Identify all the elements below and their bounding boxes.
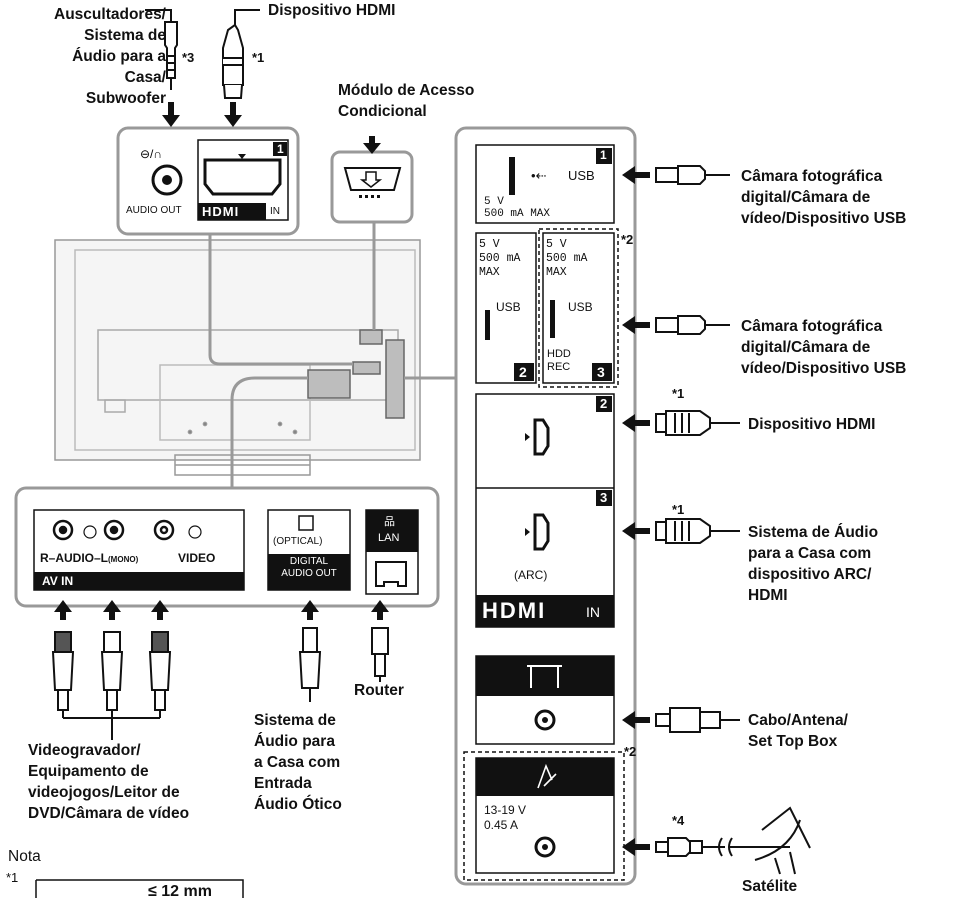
hdmi-plug-2: [655, 410, 740, 436]
optical-label: (OPTICAL): [273, 536, 323, 547]
av-in-label: AV IN: [42, 574, 74, 588]
usb-2-label: USB: [496, 300, 521, 314]
headphone-plug: [164, 14, 178, 90]
usb-plug-2: [655, 315, 730, 335]
usb-3-label: USB: [568, 300, 593, 314]
hdmi-top-num: 1: [277, 142, 284, 156]
rca-plugs: [51, 631, 172, 740]
note-ref: *1: [6, 870, 19, 885]
hdmi-plug-3: [655, 518, 740, 544]
hdmi-1-port: [203, 158, 282, 196]
satellite-dish-icon: [754, 806, 811, 875]
label-satellite: Satélite: [742, 878, 798, 895]
audio-out-jack: [151, 164, 183, 196]
label-hdmi-2: Dispositivo HDMI: [748, 416, 876, 433]
av-video-label: VIDEO: [178, 551, 216, 565]
hdmi-3-port: [533, 513, 550, 551]
hdmi-in-top: IN: [270, 206, 280, 217]
note-plug-outline: [35, 879, 244, 898]
label-router: Router: [354, 682, 404, 699]
leader-lines: [208, 222, 458, 488]
label-hdmi-top: Dispositivo HDMI: [268, 2, 396, 19]
audio-out-label: AUDIO OUT: [126, 205, 182, 216]
hdmi-logo-side: HDMI: [482, 598, 547, 623]
usb-3-num: 3: [597, 364, 605, 380]
usb-1-num: 1: [600, 148, 607, 162]
hdmi-arc-label: (ARC): [514, 568, 548, 582]
optical-plug: [298, 627, 322, 702]
label-nota: Nota: [8, 848, 41, 865]
hdmi-3-num: 3: [600, 490, 608, 505]
lan-plug: [371, 627, 389, 682]
note-dim: ≤ 12 mm: [148, 883, 212, 900]
usb-2-box: [475, 232, 537, 384]
label-antenna: Cabo/Antena/Set Top Box: [748, 712, 848, 750]
hdmi-2-num: 2: [600, 396, 608, 411]
tv-port-areas: [307, 329, 405, 419]
footnote-1-hdmi2: *1: [672, 386, 685, 401]
lan-icon: 品: [384, 516, 395, 528]
footnote-3: *3: [182, 50, 195, 65]
coax-plug: [655, 707, 740, 733]
svg-text:⊖/∩: ⊖/∩: [140, 147, 162, 161]
footnote-1-hdmi3: *1: [672, 502, 685, 517]
usb-3-dashed: [538, 228, 619, 388]
hdmi-2-port: [533, 418, 550, 456]
arrows: [54, 102, 650, 856]
hdmi-logo-top: HDMI: [202, 204, 240, 219]
sat-dashed: [463, 751, 625, 881]
tv-rear: [54, 239, 421, 476]
footnote-4: *4: [672, 813, 685, 828]
lan-label: LAN: [378, 532, 400, 544]
usb-3-box: [542, 232, 615, 384]
footnote-1-top: *1: [252, 50, 265, 65]
usb-1-box: [475, 144, 615, 224]
hdmi-top-plug: [222, 14, 244, 99]
usb-2-num: 2: [519, 364, 527, 380]
usb-plug-1: [655, 165, 730, 185]
av-jacks: [52, 519, 175, 541]
footnote-2-sat: *2: [624, 744, 637, 759]
av-audio-label: R–AUDIO–L(MONO): [40, 551, 139, 565]
usb-1-label: USB: [568, 168, 595, 183]
usb-1-icon: •⇠: [531, 168, 547, 183]
satellite-plug: [655, 837, 790, 857]
footnote-2-usb: *2: [621, 232, 634, 247]
hdmi-in-side: IN: [586, 604, 600, 620]
